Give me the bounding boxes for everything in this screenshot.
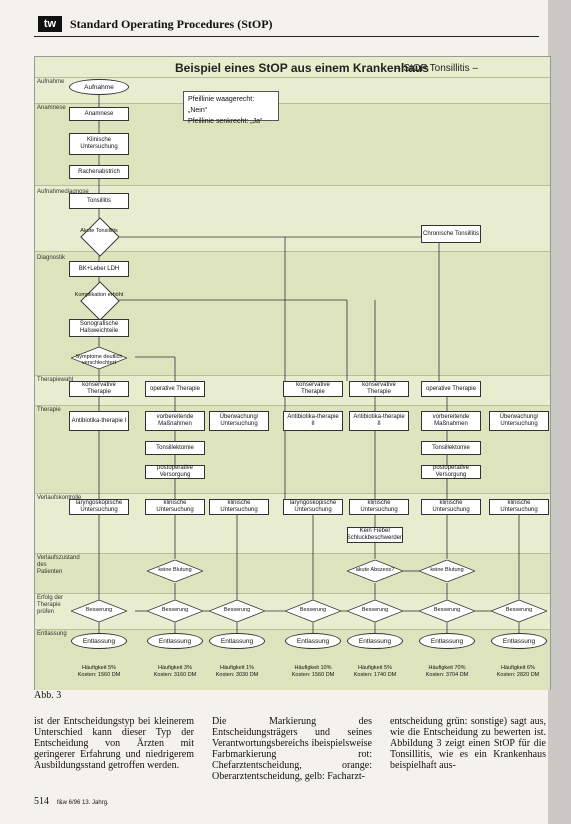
diagram-subtitle: – StOP Tonsillitis – xyxy=(395,63,479,74)
cost-label: Häufigkeit 6%Kosten: 2820 DM xyxy=(496,665,540,678)
node-therapiewahl: konservative Therapie xyxy=(283,381,343,397)
node-verlauf: klinische Untersuchung xyxy=(421,499,481,515)
page-edge-shadow xyxy=(548,0,571,824)
journal-logo: tw xyxy=(38,16,62,32)
node-verlauf: laryngoskopische Untersuchung xyxy=(283,499,343,515)
node-entlassung: Entlassung xyxy=(491,633,547,649)
node-entlassung: Entlassung xyxy=(71,633,127,649)
node-fieber: Kein Fieber Schluckbeschwerden xyxy=(346,527,404,543)
lane-label: Therapiewahl xyxy=(37,377,74,383)
node-labor: BK+Leber LDH xyxy=(69,261,129,277)
cost-label: Häufigkeit 5%Kosten: 1560 DM xyxy=(77,665,121,678)
lane-label: Diagnostik xyxy=(37,255,66,261)
decision-besserung: Besserung xyxy=(491,600,547,622)
decision-abszess: akute Abszess? xyxy=(347,560,403,582)
lane-band xyxy=(35,493,550,554)
node-verlauf: klinische Untersuchung xyxy=(489,499,549,515)
decision-keine-blutung: keine Blutung xyxy=(419,560,475,582)
node-therapie: Überwachung/ Untersuchung xyxy=(489,411,549,431)
node-sonografie: Sonografische Halsweichteile xyxy=(69,319,129,337)
node-therapiewahl: konservative Therapie xyxy=(69,381,129,397)
body-column-1: ist der Entscheidungstyp bei kleinerem U… xyxy=(34,716,194,771)
page-number: 514 xyxy=(34,796,49,807)
node-rachenabstrich: Rachenabstrich xyxy=(69,165,129,179)
decision-besserung: Besserung xyxy=(71,600,127,622)
lane-label: Aufnahme xyxy=(37,79,65,85)
node-therapie: vorbereitende Maßnahmen xyxy=(421,411,481,431)
node-tonsillitis: Tonsillitis xyxy=(69,193,129,209)
decision-besserung: Besserung xyxy=(147,600,203,622)
legend-horizontal: Pfeillinie waagerecht: „Nein“ xyxy=(188,96,255,114)
footer-source: f&w 6/96 13. Jahrg. xyxy=(57,800,109,806)
node-entlassung: Entlassung xyxy=(285,633,341,649)
cost-label: Häufigkeit 10%Kosten: 1560 DM xyxy=(291,665,335,678)
decision-besserung: Besserung xyxy=(419,600,475,622)
lane-label: Entlassung xyxy=(37,631,67,637)
node-verlauf: klinische Untersuchung xyxy=(145,499,205,515)
node-therapie: Antibiotika-therapie II xyxy=(349,411,409,431)
node-therapie: postoperative Versorgung xyxy=(145,465,205,479)
body-column-2: Die Markierung des Entscheidungsträgers … xyxy=(212,716,372,782)
stop-flowchart: Aufnahme Anamnese Aufnahmediagnose Diagn… xyxy=(34,56,551,690)
node-verlauf: klinische Untersuchung xyxy=(349,499,409,515)
legend-box: Pfeillinie waagerecht: „Nein“ Pfeillinie… xyxy=(183,91,279,125)
lane-band xyxy=(35,77,550,104)
lane-band xyxy=(35,375,550,406)
cost-label: Häufigkeit 5%Kosten: 1740 DM xyxy=(353,665,397,678)
cost-label: Häufigkeit 1%Kosten: 3030 DM xyxy=(215,665,259,678)
cost-label: Häufigkeit 3%Kosten: 3160 DM xyxy=(153,665,197,678)
decision-besserung: Besserung xyxy=(209,600,265,622)
lane-label: Verlaufszustand des Patienten xyxy=(37,555,80,575)
node-therapie: Antibiotika-therapie II xyxy=(283,411,343,431)
lane-label: Verlaufskontrolle xyxy=(37,495,82,501)
node-chronische-tonsillitis: Chronische Tonsillitis xyxy=(421,225,481,243)
node-klinische-untersuchung: Klinische Untersuchung xyxy=(69,133,129,155)
node-aufnahme: Aufnahme xyxy=(69,79,129,95)
lane-label: Therapie xyxy=(37,407,61,413)
decision-komplikation: Komplikation erhöht xyxy=(75,281,123,321)
node-verlauf: laryngoskopische Untersuchung xyxy=(69,499,129,515)
node-therapie: Antibiotika-therapie I xyxy=(69,411,129,431)
node-therapiewahl: konservative Therapie xyxy=(349,381,409,397)
node-entlassung: Entlassung xyxy=(419,633,475,649)
node-therapie: Tonsillektomie xyxy=(145,441,205,455)
page-header: tw Standard Operating Procedures (StOP) xyxy=(34,14,539,37)
node-therapie: vorbereitende Maßnahmen xyxy=(145,411,205,431)
body-column-3: entscheidung grün: sonstige) sagt aus, w… xyxy=(390,716,546,771)
figure-caption: Abb. 3 xyxy=(34,690,62,701)
node-entlassung: Entlassung xyxy=(147,633,203,649)
decision-besserung: Besserung xyxy=(347,600,403,622)
header-title: Standard Operating Procedures (StOP) xyxy=(70,17,273,31)
connector-lines xyxy=(98,95,520,633)
diagram-title: Beispiel eines StOP aus einem Krankenhau… xyxy=(175,61,429,75)
node-entlassung: Entlassung xyxy=(347,633,403,649)
lane-label: Erfolg der Therapie prüfen xyxy=(37,595,64,615)
node-therapiewahl: operative Therapie xyxy=(421,381,481,397)
lane-band xyxy=(35,593,550,630)
node-therapiewahl: operative Therapie xyxy=(145,381,205,397)
decision-keine-blutung: keine Blutung xyxy=(147,560,203,582)
decision-symptome: Symptome deutlich verschlechtert xyxy=(71,347,127,369)
node-therapie: Überwachung/ Untersuchung xyxy=(209,411,269,431)
lane-label: Anamnese xyxy=(37,105,66,111)
node-therapie: Tonsillektomie xyxy=(421,441,481,455)
decision-akute-tonsillitis: Akute Tonsillitis xyxy=(80,217,120,257)
lane-label: Aufnahmediagnose xyxy=(37,189,89,195)
node-therapie: postoperative Versorgung xyxy=(421,465,481,479)
node-entlassung: Entlassung xyxy=(209,633,265,649)
node-anamnese: Anamnese xyxy=(69,107,129,121)
node-verlauf: klinische Untersuchung xyxy=(209,499,269,515)
decision-besserung: Besserung xyxy=(285,600,341,622)
legend-vertical: Pfeillinie senkrecht: „Ja“ xyxy=(188,118,263,125)
lane-band xyxy=(35,185,550,252)
page-footer: 514 f&w 6/96 13. Jahrg. xyxy=(34,796,109,807)
cost-label: Häufigkeit 70%Kosten: 3704 DM xyxy=(425,665,469,678)
